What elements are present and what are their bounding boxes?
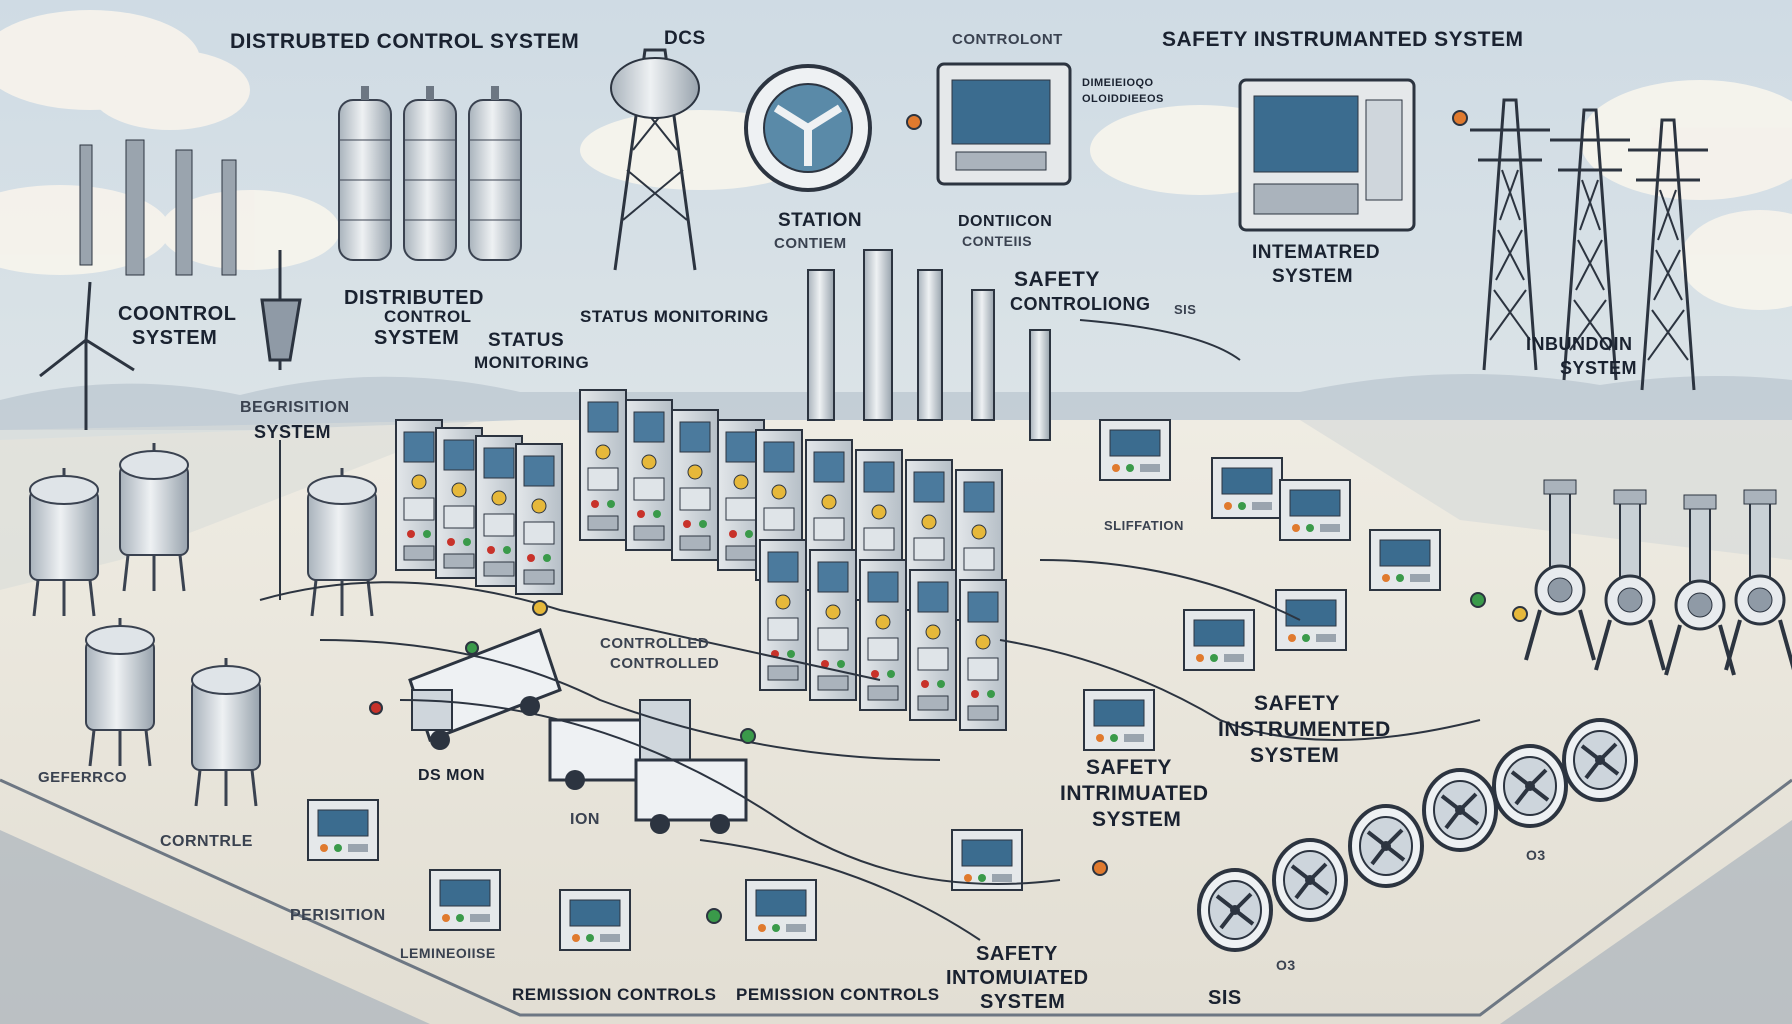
truck-icon (634, 758, 748, 834)
top-controlont: CONTROLONT (952, 31, 1063, 48)
label-os-2: O3 (1526, 847, 1546, 863)
top-sis-title: SAFETY INSTRUMANTED SYSTEM (1162, 28, 1523, 51)
label-sis-2-a: SAFETY (1086, 756, 1172, 779)
label-status: STATUS (488, 330, 564, 351)
windsock-icon (260, 250, 302, 370)
label-coontrol-system: SYSTEM (132, 327, 217, 349)
fan-icon (1348, 804, 1424, 888)
label-inbundon-sub: SYSTEM (1560, 358, 1637, 378)
label-regression-sub: SYSTEM (254, 422, 331, 442)
status-indicators (369, 110, 1528, 924)
label-controlled-mid: CONTROLLED (600, 635, 709, 652)
smokestacks (79, 139, 237, 276)
label-sliftion: SLIFFATION (1104, 518, 1184, 533)
label-station: STATION (778, 210, 862, 231)
wind-turbine-icon (39, 281, 135, 430)
label-sis-1-b: INSTRUMENTED (1218, 718, 1391, 741)
label-remission-controls: REMISSION CONTROLS (512, 985, 717, 1004)
label-intematred: INTEMATRED (1252, 242, 1380, 263)
fan-icon (1492, 744, 1568, 828)
gauge-icon (744, 64, 872, 192)
dcs-cabinet-row-left (395, 419, 563, 595)
panel-text-b: OLOIDDIEEOS (1082, 93, 1164, 105)
label-distributed: DISTRIBUTED (344, 287, 484, 309)
label-safety-ctrl-sub: CONTROLIONG (1010, 294, 1151, 314)
label-sis-3-b: INTOMUIATED (946, 967, 1089, 989)
label-sis-3-c: SYSTEM (980, 991, 1065, 1013)
fan-icon (1272, 838, 1348, 922)
label-regression: BEGRISITION (240, 399, 350, 416)
water-tower-icon (610, 48, 700, 272)
refinery-columns (807, 249, 1051, 441)
fan-icon (1562, 718, 1638, 802)
label-sis-3-a: SAFETY (976, 943, 1058, 965)
top-dcs-title: DISTRUBTED CONTROL SYSTEM (230, 30, 579, 53)
label-coontrol: COONTROL (118, 303, 236, 325)
label-sis-1-c: SYSTEM (1250, 744, 1339, 767)
sis-control-panel-icon (1238, 78, 1416, 232)
label-gefertrco: GEFERRCO (38, 769, 127, 786)
label-dontion: DONTIICON (958, 213, 1052, 230)
label-bertrion: PERISITION (290, 907, 386, 924)
label-safety-ctrl: SAFETY (1014, 268, 1100, 291)
fan-icon (1422, 768, 1498, 852)
cabling (259, 319, 1481, 941)
dcs-cabinet-row-main (755, 429, 1007, 731)
road-right (1500, 820, 1792, 1024)
top-dcs-abbr: DCS (664, 28, 706, 49)
label-os-1: O3 (1276, 957, 1296, 973)
labels: DISTRUBTED CONTROL SYSTEM DCS CONTROLONT… (38, 28, 1637, 1013)
label-distributed-system: SYSTEM (374, 327, 459, 349)
fan-icon (1197, 868, 1273, 952)
label-lerentiaaese: LEMINEOIISE (400, 945, 496, 961)
silo-icon (468, 85, 522, 261)
label-dontion-sub: CONTEIIS (962, 233, 1032, 249)
label-bottom-sis: SIS (1208, 987, 1242, 1009)
label-intematred-sub: SYSTEM (1272, 266, 1353, 287)
label-sis-2-c: SYSTEM (1092, 808, 1181, 831)
label-distributed-control: CONTROL (384, 307, 472, 326)
silo-icon (338, 85, 392, 261)
label-station-sub: CONTIEM (774, 235, 847, 252)
label-sis-small: SIS (1174, 302, 1196, 317)
label-permission-controls: PEMISSION CONTROLS (736, 985, 940, 1004)
silo-icon (403, 85, 457, 261)
label-cortrle: CORNTRLE (160, 833, 253, 850)
label-inbundon: INBUNDOIN (1526, 334, 1633, 354)
label-ion: ION (570, 811, 600, 828)
panel-text-a: DIMEIEIOQO (1082, 77, 1154, 89)
truck-icon (408, 628, 562, 750)
label-status-monitoring-mid: STATUS MONITORING (580, 307, 769, 326)
label-sis-1-a: SAFETY (1254, 692, 1340, 715)
label-controller-mid: CONTROLLED (610, 655, 719, 672)
label-monitoring: MONITORING (474, 353, 589, 372)
hills (0, 374, 1792, 430)
label-sis-2-b: INTRIMUATED (1060, 782, 1209, 805)
road (0, 830, 430, 1024)
platform-edge (0, 778, 1792, 1017)
label-ds-mon: DS MON (418, 767, 485, 784)
monitor-panel-icon (936, 62, 1072, 186)
